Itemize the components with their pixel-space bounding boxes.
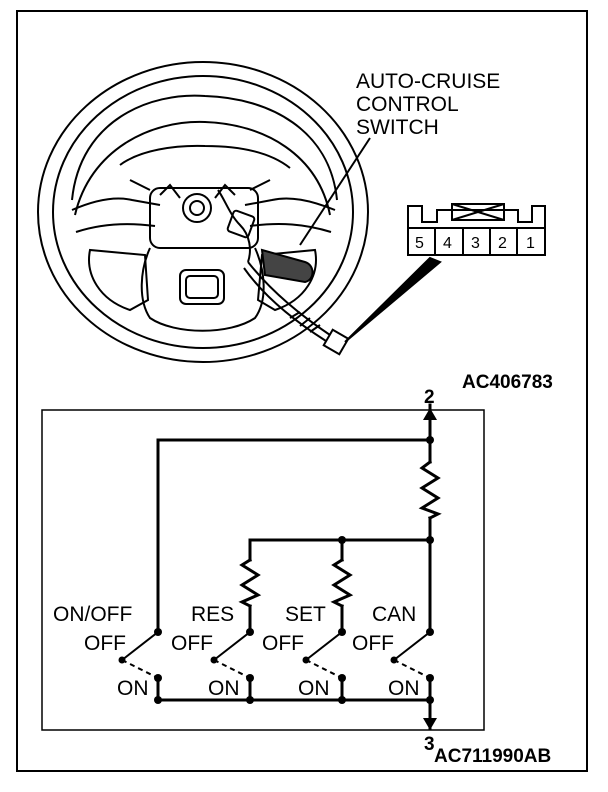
switch-blades-solid — [121, 631, 431, 661]
connector-pin-2: 2 — [498, 235, 507, 252]
switch-name-res: RES — [191, 603, 234, 626]
figure-frame — [16, 10, 588, 772]
figure-code-top: AC406783 — [462, 372, 553, 393]
terminal-arrows — [423, 408, 437, 730]
callout-leaders — [299, 137, 442, 343]
switch-name-onoff: ON/OFF — [53, 603, 132, 626]
switch-blades — [121, 659, 431, 679]
switch-on-onoff: ON — [117, 677, 149, 700]
connector-pin-3: 3 — [471, 235, 480, 252]
callout-label-line1: AUTO-CRUISE — [356, 70, 500, 93]
schematic-box — [41, 409, 485, 731]
switch-off-res: OFF — [171, 632, 213, 655]
switch-name-set: SET — [285, 603, 326, 626]
connector-pin-1: 1 — [526, 235, 535, 252]
figure-code-bottom: AC711990AB — [434, 746, 551, 767]
terminal-3-label: 3 — [424, 734, 435, 755]
connector-pin-5: 5 — [415, 235, 424, 252]
switch-on-set: ON — [298, 677, 330, 700]
switch-on-can: ON — [388, 677, 420, 700]
connector-face — [407, 203, 546, 256]
connector-pin-4: 4 — [443, 235, 452, 252]
junction-dots — [118, 436, 434, 704]
callout-label-line2: CONTROL — [356, 93, 459, 116]
switch-off-set: OFF — [262, 632, 304, 655]
switch-name-can: CAN — [372, 603, 416, 626]
callout-label-line3: SWITCH — [356, 116, 439, 139]
steering-wheel — [37, 61, 369, 363]
switch-off-can: OFF — [352, 632, 394, 655]
terminal-2-label: 2 — [424, 387, 435, 408]
switch-on-res: ON — [208, 677, 240, 700]
switch-off-onoff: OFF — [84, 632, 126, 655]
